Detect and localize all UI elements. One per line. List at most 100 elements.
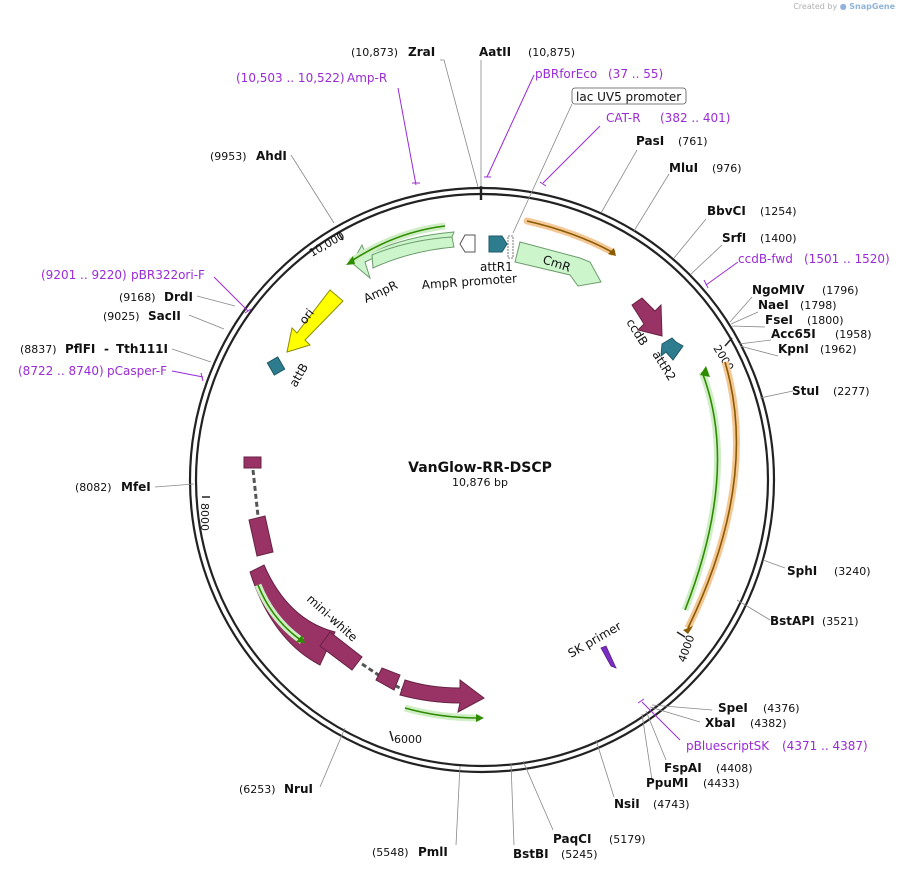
leader-nsii bbox=[595, 739, 615, 798]
tick-10000 bbox=[337, 231, 344, 241]
snapgene-logo-icon: ● bbox=[839, 2, 847, 11]
enzyme-zrai-name[interactable]: ZraI bbox=[408, 45, 435, 59]
primer-pcasperf-name[interactable]: pCasper-F bbox=[107, 364, 167, 378]
mark-primer-ccdbfwd bbox=[703, 279, 709, 289]
orange-arrow-right bbox=[687, 361, 738, 629]
ccdb-feature[interactable] bbox=[631, 297, 663, 337]
enzyme-mfei-pos: (8082) bbox=[75, 481, 112, 494]
attr2-feature[interactable] bbox=[660, 337, 684, 361]
attb-feature[interactable] bbox=[266, 356, 286, 376]
enzyme-pmli-pos: (5548) bbox=[372, 846, 409, 859]
mark-primer-pbr322orif bbox=[244, 308, 252, 314]
enzyme-fsei-name[interactable]: FseI bbox=[765, 313, 793, 327]
enzyme-naei-name[interactable]: NaeI bbox=[758, 298, 789, 312]
leader-paqci bbox=[522, 760, 554, 831]
mini-white-exon-1[interactable] bbox=[243, 456, 262, 469]
green-arrowhead-ampr bbox=[346, 256, 355, 265]
enzyme-ahdi-name[interactable]: AhdI bbox=[256, 149, 287, 163]
enzyme-kpni-pos: (1962) bbox=[820, 343, 857, 356]
leader-bbvci bbox=[673, 218, 707, 259]
leader-naei bbox=[730, 311, 759, 325]
leader-zrai bbox=[440, 59, 479, 188]
enzyme-ppumi-name[interactable]: PpuMI bbox=[646, 776, 688, 790]
enzyme-pmli-name[interactable]: PmlI bbox=[418, 845, 448, 859]
ampr-promoter-feature[interactable] bbox=[459, 234, 476, 253]
enzyme-tth111i-name[interactable]: Tth111I bbox=[116, 342, 168, 356]
enzyme-pasi-name[interactable]: PasI bbox=[636, 134, 664, 148]
primer-catr-name[interactable]: CAT-R bbox=[606, 111, 641, 125]
leader-nrui bbox=[319, 727, 346, 788]
leader-ngomiv bbox=[729, 296, 753, 323]
enzyme-bstbi-name[interactable]: BstBI bbox=[513, 847, 549, 861]
cmr-feature[interactable] bbox=[514, 241, 602, 287]
enzyme-stui-name[interactable]: StuI bbox=[792, 384, 819, 398]
enzyme-nrui-name[interactable]: NruI bbox=[284, 782, 313, 796]
orange-arrowhead-top bbox=[608, 248, 616, 256]
mini-white-intron-1 bbox=[251, 469, 260, 517]
enzyme-fspai-pos: (4408) bbox=[716, 762, 753, 775]
mini-white-exon-2[interactable] bbox=[248, 515, 274, 557]
leader-sacii bbox=[188, 314, 225, 330]
leader-sphi bbox=[762, 559, 786, 569]
leader-primer-ampr bbox=[397, 87, 417, 186]
enzyme-bbvci-name[interactable]: BbvCI bbox=[707, 204, 746, 218]
ori-feature[interactable] bbox=[286, 289, 344, 353]
enzyme-fspai-name[interactable]: FspAI bbox=[664, 761, 702, 775]
enzyme-xbai-name[interactable]: XbaI bbox=[705, 716, 735, 730]
enzyme-ngomiv-name[interactable]: NgoMIV bbox=[752, 283, 805, 297]
primer-ccdbfwd-range: (1501 .. 1520) bbox=[804, 252, 890, 266]
leader-pflfi bbox=[171, 348, 212, 363]
enzyme-sacii-name[interactable]: SacII bbox=[148, 309, 181, 323]
primer-ampr-name[interactable]: Amp-R bbox=[347, 71, 387, 85]
leader-bstapi bbox=[736, 599, 771, 621]
mini-white-exon-5[interactable] bbox=[375, 667, 401, 691]
enzyme-mlui-name[interactable]: MluI bbox=[669, 161, 698, 175]
enzyme-nsii-name[interactable]: NsiI bbox=[614, 797, 640, 811]
credit-brand: SnapGene bbox=[849, 2, 895, 11]
enzyme-naei-pos: (1798) bbox=[800, 299, 837, 312]
enzyme-paqci-name[interactable]: PaqCI bbox=[553, 832, 591, 846]
enzyme-aatii-name[interactable]: AatII bbox=[479, 45, 511, 59]
sk-primer-feature[interactable] bbox=[600, 645, 617, 669]
leader-acc65i bbox=[738, 339, 772, 345]
primer-pbrforeco-name[interactable]: pBRforEco bbox=[535, 67, 597, 81]
mini-white-exon-6[interactable] bbox=[399, 679, 485, 713]
enzyme-bstbi-pos: (5245) bbox=[561, 848, 598, 861]
enzyme-fsei-pos: (1800) bbox=[807, 314, 844, 327]
orange-arrow-top bbox=[526, 220, 613, 253]
attr1-feature[interactable] bbox=[488, 235, 508, 253]
enzyme-kpni-name[interactable]: KpnI bbox=[778, 342, 809, 356]
plasmid-length: 10,876 bp bbox=[452, 476, 508, 489]
enzyme-pflfi-name[interactable]: PflFI bbox=[65, 342, 95, 356]
enzyme-drdi-pos: (9168) bbox=[119, 291, 156, 304]
enzyme-drdi-name[interactable]: DrdI bbox=[164, 290, 193, 304]
mark-primer-pcasperf bbox=[200, 372, 204, 382]
primer-pcasperf-range: (8722 .. 8740) bbox=[18, 364, 104, 378]
leader-pmli bbox=[455, 765, 461, 846]
enzyme-xbai-pos: (4382) bbox=[750, 717, 787, 730]
enzyme-pflfi-pos: (8837) bbox=[20, 343, 57, 356]
leader-bstbi bbox=[510, 762, 515, 846]
mini-white-exon-4[interactable] bbox=[319, 631, 363, 671]
enzyme-zrai-pos: (10,873) bbox=[351, 46, 398, 59]
enzyme-pasi-pos: (761) bbox=[678, 135, 708, 148]
enzyme-stui-pos: (2277) bbox=[833, 385, 870, 398]
enzyme-spei-name[interactable]: SpeI bbox=[718, 701, 748, 715]
primer-ccdbfwd-name[interactable]: ccdB-fwd bbox=[738, 252, 793, 266]
leader-fsei bbox=[731, 325, 766, 328]
hatch-marker bbox=[507, 235, 514, 259]
leader-ahdi bbox=[290, 154, 335, 224]
primer-pbluescriptsk-name[interactable]: pBluescriptSK bbox=[686, 739, 770, 753]
enzyme-srfi-name[interactable]: SrfI bbox=[722, 231, 746, 245]
enzyme-bstapi-name[interactable]: BstAPI bbox=[770, 614, 815, 628]
enzyme-acc65i-name[interactable]: Acc65I bbox=[771, 327, 816, 341]
lacuv5-box bbox=[571, 87, 687, 105]
mini-white-exon-3[interactable] bbox=[249, 564, 336, 666]
enzyme-srfi-pos: (1400) bbox=[760, 232, 797, 245]
primer-pbr322orif-range: (9201 .. 9220) bbox=[41, 268, 127, 282]
tick-4000 bbox=[676, 631, 686, 638]
primer-pbr322orif-name[interactable]: pBR322ori-F bbox=[131, 268, 205, 282]
enzyme-sphi-name[interactable]: SphI bbox=[787, 564, 817, 578]
enzyme-spei-pos: (4376) bbox=[763, 702, 800, 715]
enzyme-mfei-name[interactable]: MfeI bbox=[121, 480, 151, 494]
